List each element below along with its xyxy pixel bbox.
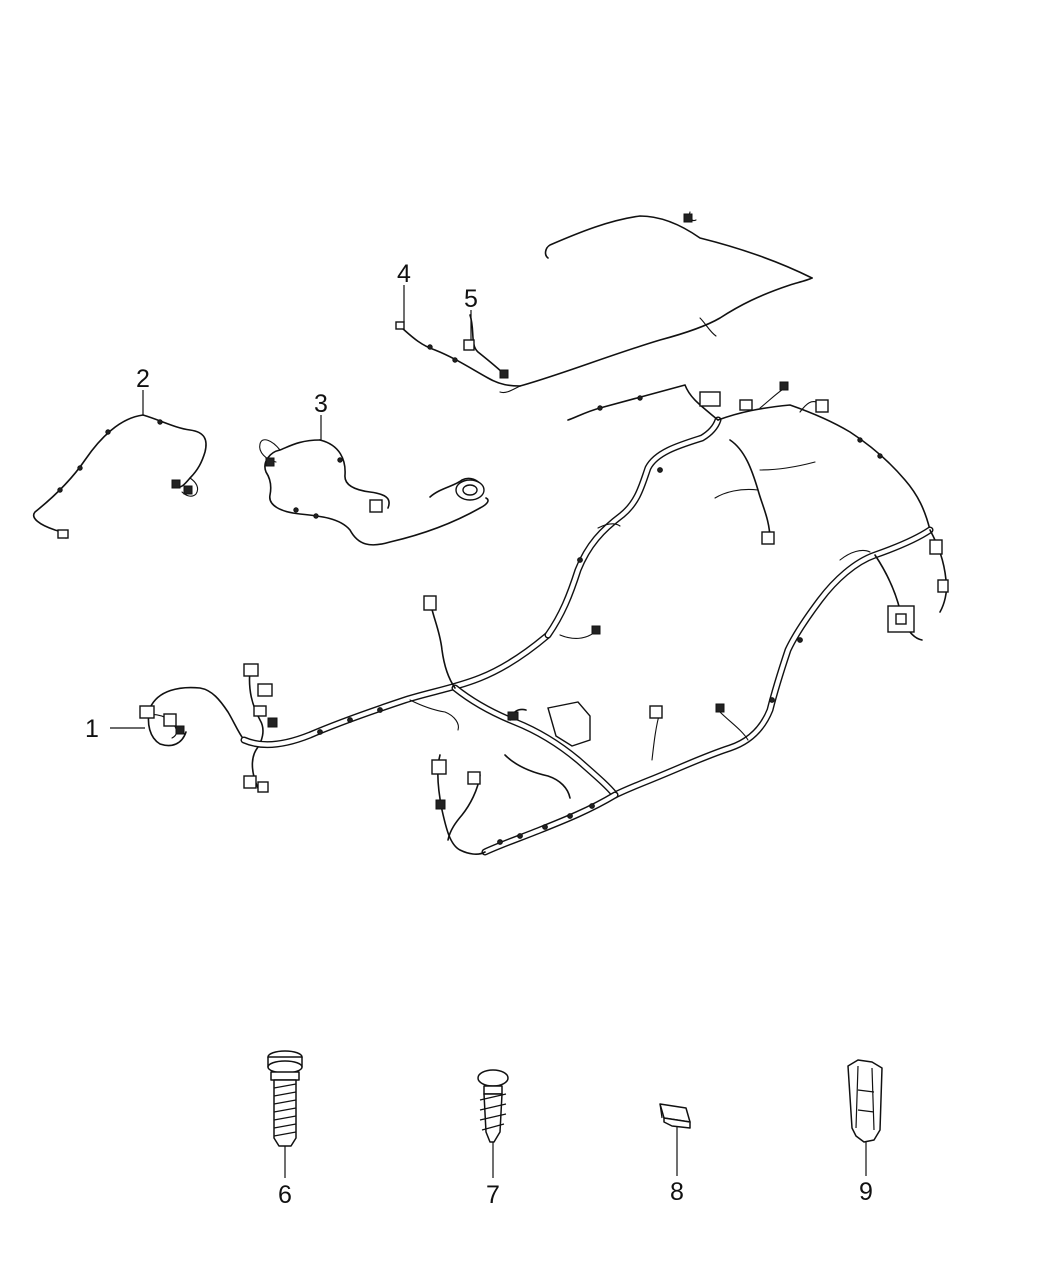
callout-8: 8: [670, 1178, 684, 1206]
fastener-part-8-clip[interactable]: [659, 1103, 691, 1129]
harness-part-4[interactable]: [395, 211, 813, 394]
callout-6: 6: [278, 1181, 292, 1209]
fastener-part-7-push-pin[interactable]: [477, 1069, 509, 1143]
callout-3: 3: [314, 390, 328, 418]
harness-part-3[interactable]: [259, 439, 489, 546]
callout-9: 9: [859, 1178, 873, 1206]
callout-7: 7: [486, 1181, 500, 1209]
callout-2: 2: [136, 365, 150, 393]
fastener-part-9-retainer[interactable]: [847, 1059, 883, 1143]
callout-4: 4: [397, 260, 411, 288]
callout-1: 1: [85, 715, 99, 743]
harness-part-2[interactable]: [33, 414, 207, 539]
harness-part-5[interactable]: [463, 314, 509, 379]
harness-part-1[interactable]: [139, 381, 949, 856]
callout-5: 5: [464, 285, 478, 313]
fastener-part-6-bolt[interactable]: [267, 1050, 303, 1147]
